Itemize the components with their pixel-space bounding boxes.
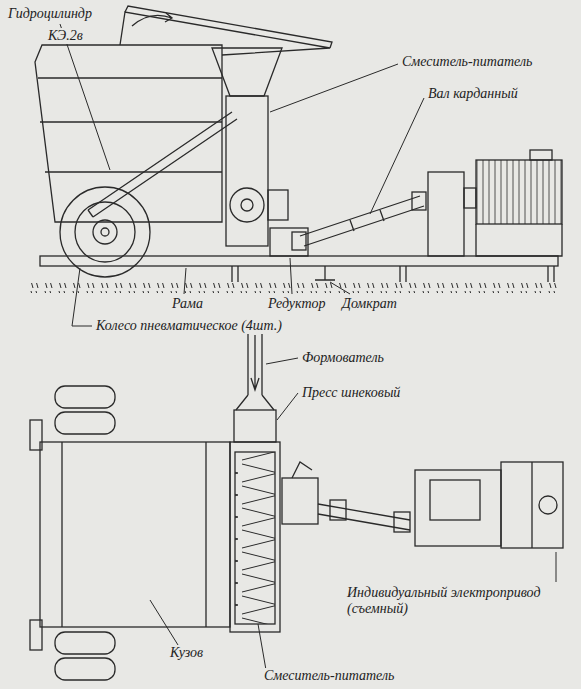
part-label: КЭ.2в	[46, 28, 85, 44]
frame-side	[40, 256, 558, 282]
screw-press-plan	[234, 410, 276, 442]
wheel-side	[60, 187, 150, 277]
cardan-shaft-side	[292, 192, 426, 250]
part-label: Формователь	[300, 350, 386, 366]
body-side	[35, 6, 332, 222]
former-plan	[236, 330, 274, 410]
part-label: Вал карданный	[426, 86, 520, 102]
wheels-plan	[30, 386, 115, 680]
motor-side	[428, 150, 562, 256]
hydraulic-cylinder	[88, 112, 237, 217]
part-label: Кузов	[168, 645, 205, 661]
part-label: Пресс шнековый	[300, 385, 402, 401]
drive-plan	[282, 462, 563, 548]
leader-lines-plan	[150, 358, 556, 670]
jack-side	[315, 266, 335, 280]
part-label: Колесо пневматическое (4шт.)	[94, 318, 284, 334]
part-label: Смеситель-питатель	[400, 54, 534, 70]
mixer-feeder-plan	[230, 442, 280, 632]
part-label: Домкрат	[340, 296, 399, 312]
part-label: Индивидуальный электропривод (съемный)	[345, 585, 569, 617]
part-label: Гидроцилиндр	[6, 6, 94, 22]
ground-hatch	[30, 283, 562, 293]
mixer-feeder-side	[212, 48, 288, 246]
leader-lines	[60, 24, 424, 326]
tilt-arrow	[132, 13, 172, 26]
part-label: Редуктор	[266, 296, 328, 312]
part-label: Смеситель-питатель	[262, 668, 396, 684]
reducer-side	[270, 228, 308, 256]
part-label: Рама	[170, 296, 205, 312]
body-plan	[40, 442, 230, 627]
